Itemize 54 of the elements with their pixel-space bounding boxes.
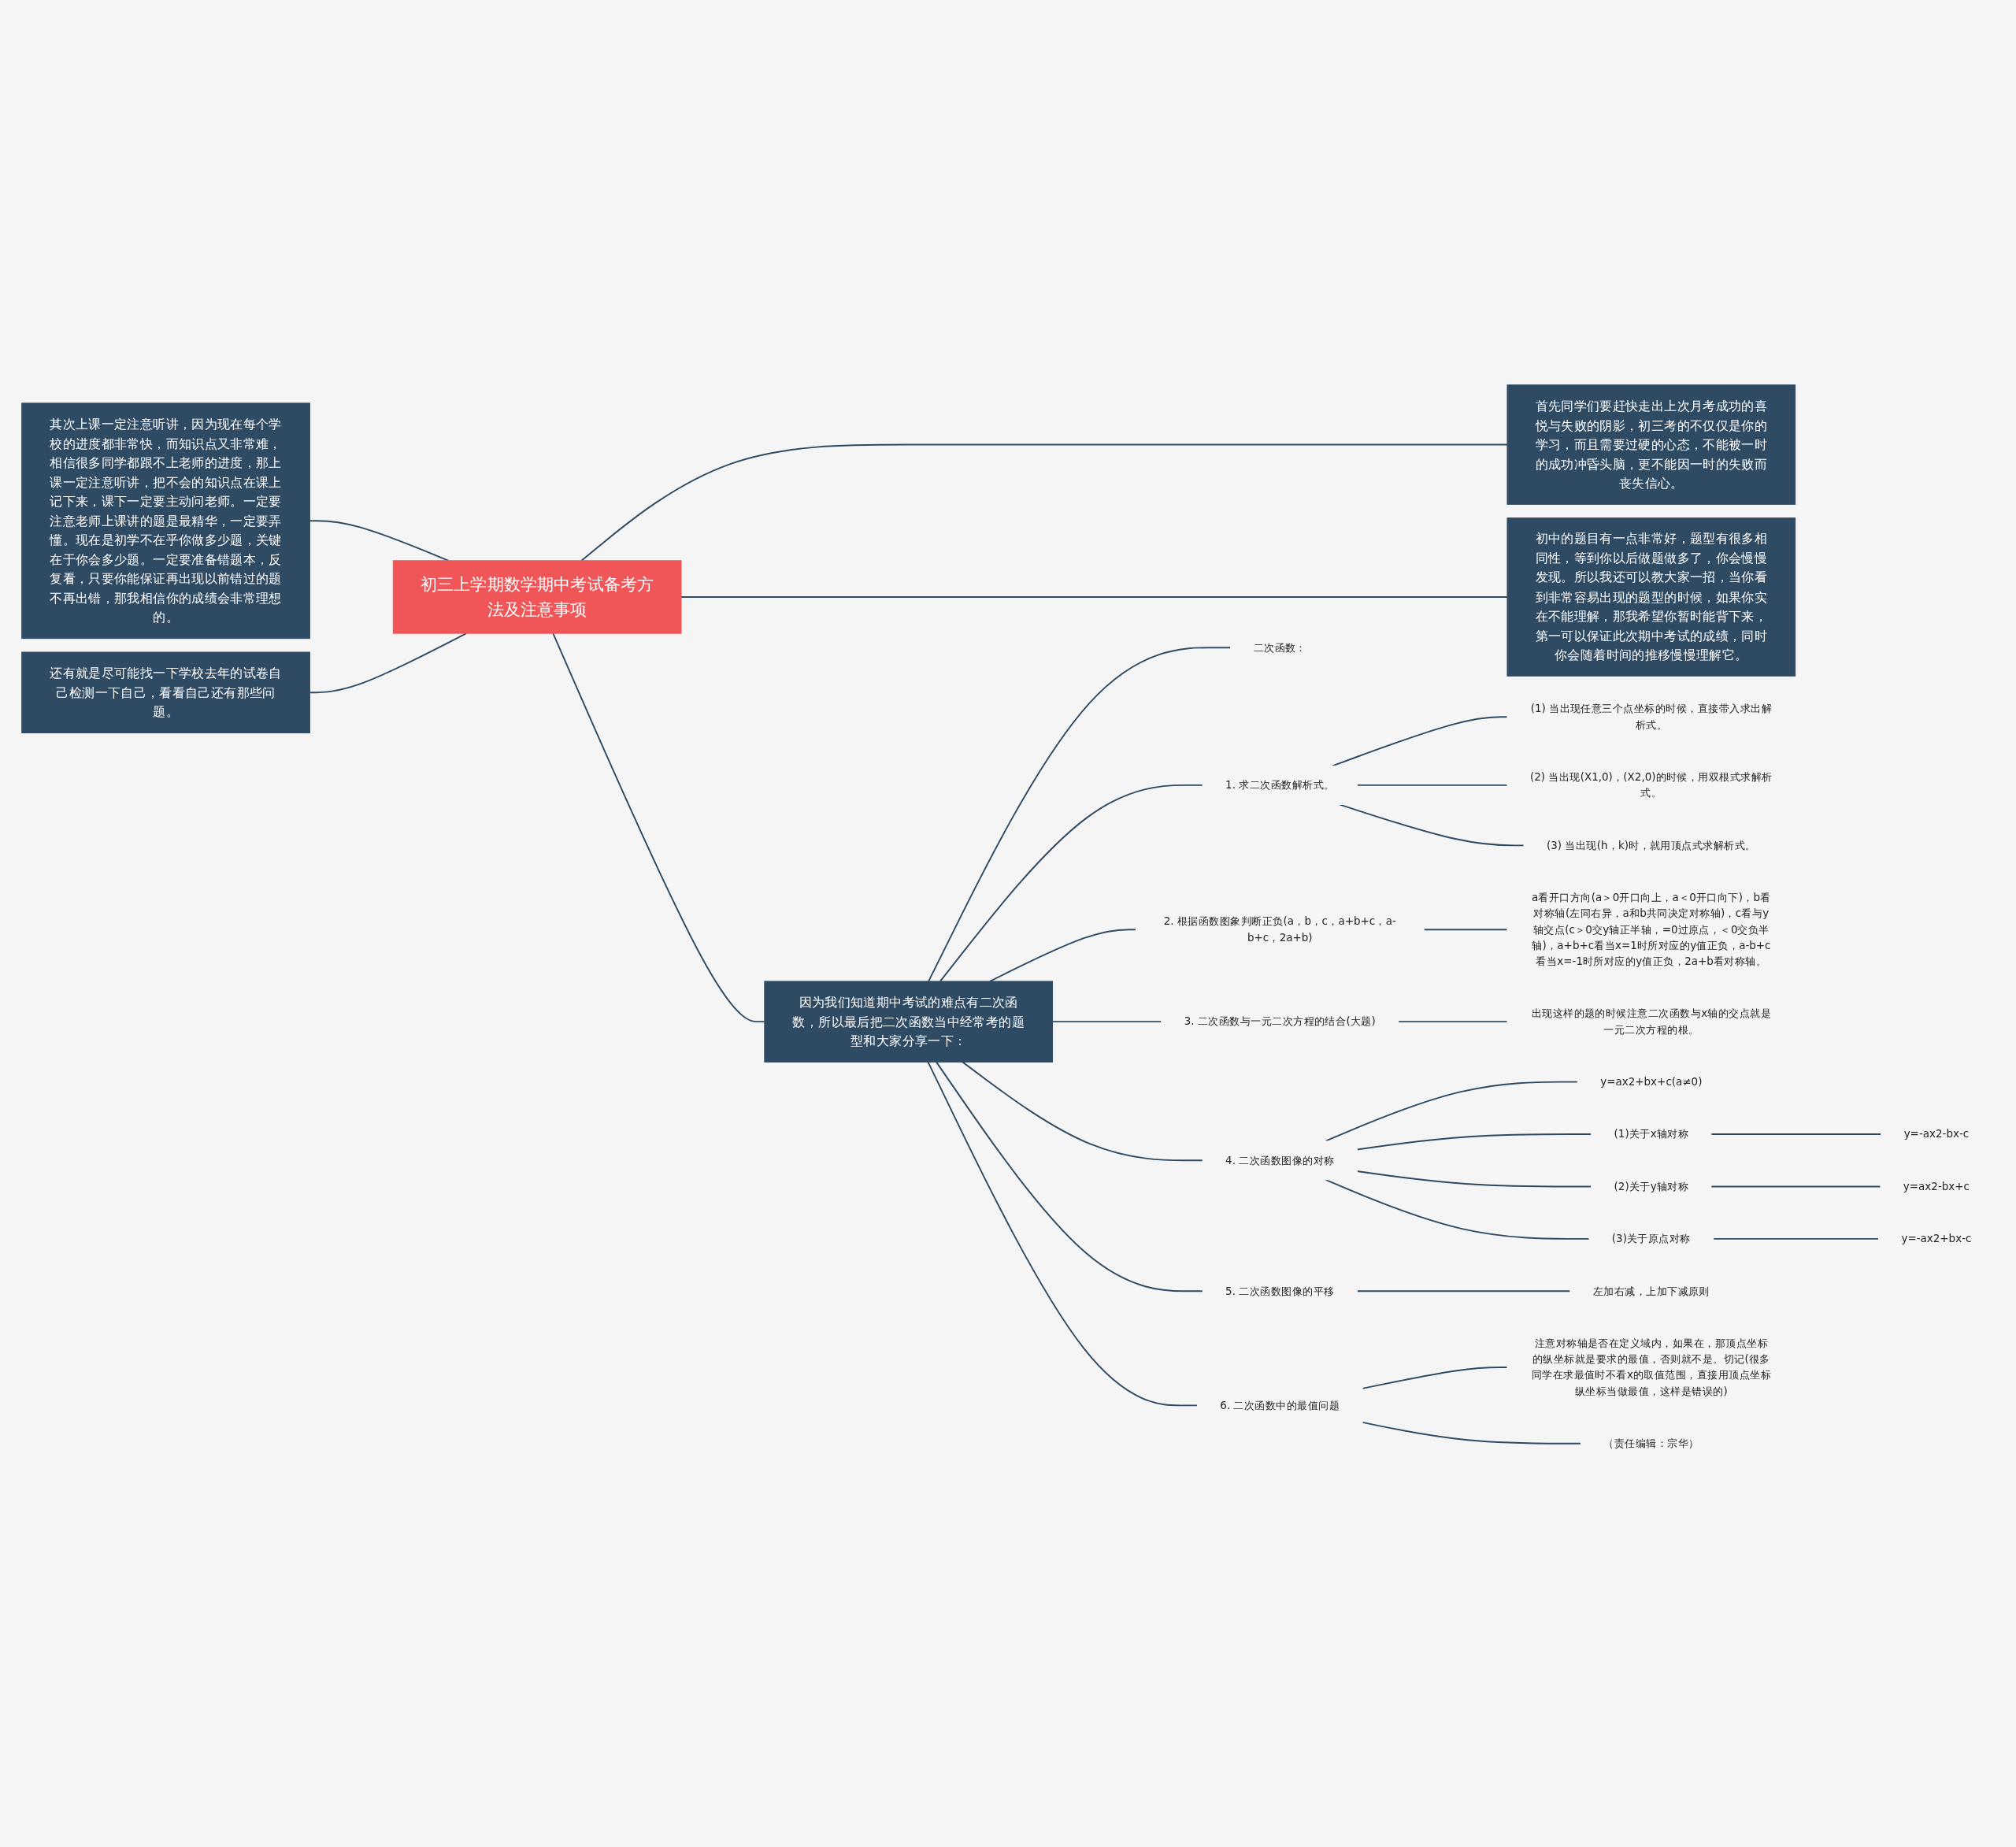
node-text: 注意对称轴是否在定义域内，如果在，那顶点坐标的纵坐标就是要求的最值，否则就不是。切记(很多同学在求最值时不看x的取值范围，直接用顶点坐标纵坐标当做最值，这样是错误的) bbox=[1531, 1337, 1772, 1397]
node-text: 6. 二次函数中的最值问题 bbox=[1220, 1398, 1340, 1411]
connector bbox=[1356, 1133, 1592, 1150]
connector bbox=[680, 595, 1508, 598]
connector bbox=[939, 784, 1204, 982]
node-text: 二次函数： bbox=[1253, 640, 1306, 654]
node-text: (1)关于x轴对称 bbox=[1614, 1127, 1689, 1140]
connector bbox=[1356, 784, 1508, 786]
node-box: 初三上学期数学期中考试备考方法及注意事项 bbox=[392, 559, 682, 634]
node-text: y=-ax2-bx-c bbox=[1903, 1127, 1970, 1140]
node-text: y=ax2-bx+c bbox=[1903, 1179, 1970, 1192]
node-text: (2) 当出现(X1,0)，(X2,0)的时候，用双根式求解析式。 bbox=[1529, 770, 1773, 799]
connector bbox=[1051, 1020, 1162, 1022]
node-text: 4. 二次函数图像的对称 bbox=[1225, 1153, 1335, 1166]
connector bbox=[962, 1060, 1204, 1161]
node-text: (2)关于y轴对称 bbox=[1614, 1179, 1689, 1192]
connector bbox=[552, 632, 765, 1022]
connector bbox=[580, 443, 1508, 562]
node-text: a看开口方向(a＞0开口向上，a＜0开口向下)，b看对称轴(左同右异，a和b共同决定对称轴)，c看与y轴交点(c＞0交y轴正半轴，=0过原点，＜0交负半轴)，a+b+c看当x=1时所对应的y值正负，a-b+c看当x=-1时所对应的y值正负，2a+b看对称轴。 bbox=[1532, 891, 1771, 967]
node-text: (3) 当出现(h，k)时，就用顶点式求解析式。 bbox=[1546, 838, 1756, 851]
node-box: 初中的题目有一点非常好，题型有很多相同性，等到你以后做题做多了，你会慢慢发现。所以我还可以教大家一招，当你看到非常容易出现的题型的时候，如果你实在不能理解，那我希望你暂时能背下来，第一可以保证此次期中考试的成绩，同时你会随着时间的推移慢慢理解它。 bbox=[1506, 517, 1796, 677]
connector bbox=[1338, 803, 1525, 846]
node-text: y=-ax2+bx-c bbox=[1901, 1232, 1972, 1244]
node-text: 5. 二次函数图像的平移 bbox=[1225, 1284, 1335, 1296]
node-box: 首先同学们要赶快走出上次月考成功的喜悦与失败的阴影，初三考的不仅仅是你的学习，而且需要过硬的心态，不能被一时的成功冲昏头脑，更不能因一时的失败而丧失信心。 bbox=[1506, 384, 1796, 505]
connector bbox=[1710, 1185, 1881, 1187]
connector bbox=[1397, 1020, 1508, 1022]
connector bbox=[928, 646, 1232, 982]
node-text: (1) 当出现任意三个点坐标的时候，直接带入求出解析式。 bbox=[1530, 702, 1772, 731]
connector bbox=[1325, 1178, 1590, 1240]
node-box: 还有就是尽可能找一下学校去年的试卷自己检测一下自己，看看自己还有那些问题。 bbox=[21, 651, 310, 733]
connector bbox=[1423, 928, 1508, 930]
connector bbox=[1356, 1170, 1592, 1187]
node-text: 左加右减，上加下减原则 bbox=[1592, 1284, 1710, 1296]
node-text: 3. 二次函数与一元二次方程的结合(大题) bbox=[1184, 1014, 1376, 1027]
node-text: 2. 根据函数图象判断正负(a，b，c，a+b+c，a-b+c，2a+b) bbox=[1163, 914, 1396, 944]
connector bbox=[1356, 1289, 1571, 1292]
connector bbox=[309, 519, 450, 562]
connector bbox=[309, 632, 468, 693]
connector bbox=[989, 928, 1137, 982]
connector bbox=[1712, 1237, 1880, 1240]
node-text: 出现这样的题的时候注意二次函数与x轴的交点就是一元二次方程的根。 bbox=[1531, 1007, 1772, 1035]
connector bbox=[1362, 1421, 1582, 1445]
connector bbox=[1710, 1133, 1882, 1135]
node-box: 因为我们知道期中考试的难点有二次函数，所以最后把二次函数当中经常考的题型和大家分享一下： bbox=[764, 980, 1053, 1063]
node-text: 1. 求二次函数解析式。 bbox=[1225, 778, 1335, 791]
node-box: 其次上课一定注意听讲，因为现在每个学校的进度都非常快，而知识点又非常难，相信很多同学都跟不上老师的进度，那上课一定注意听讲，把不会的知识点在课上记下来，课下一定要主动问老师。一定要注意老师上课讲的题是最精华，一定要弄懂。现在是初学不在乎你做多少题，关键在于你会多少题。一定要准备错题本，反复看，只要你能保证再出现以前错过的题不再出错，那我相信你的成绩会非常理想的。 bbox=[21, 402, 310, 639]
connector bbox=[936, 1060, 1204, 1292]
connector bbox=[1362, 1366, 1508, 1389]
node-text: （责任编辑：宗华） bbox=[1603, 1437, 1699, 1449]
node-text: y=ax2+bx+c(a≠0) bbox=[1600, 1074, 1703, 1088]
node-text: (3)关于原点对称 bbox=[1611, 1232, 1691, 1244]
connector bbox=[927, 1060, 1199, 1406]
connector bbox=[1325, 1081, 1579, 1142]
